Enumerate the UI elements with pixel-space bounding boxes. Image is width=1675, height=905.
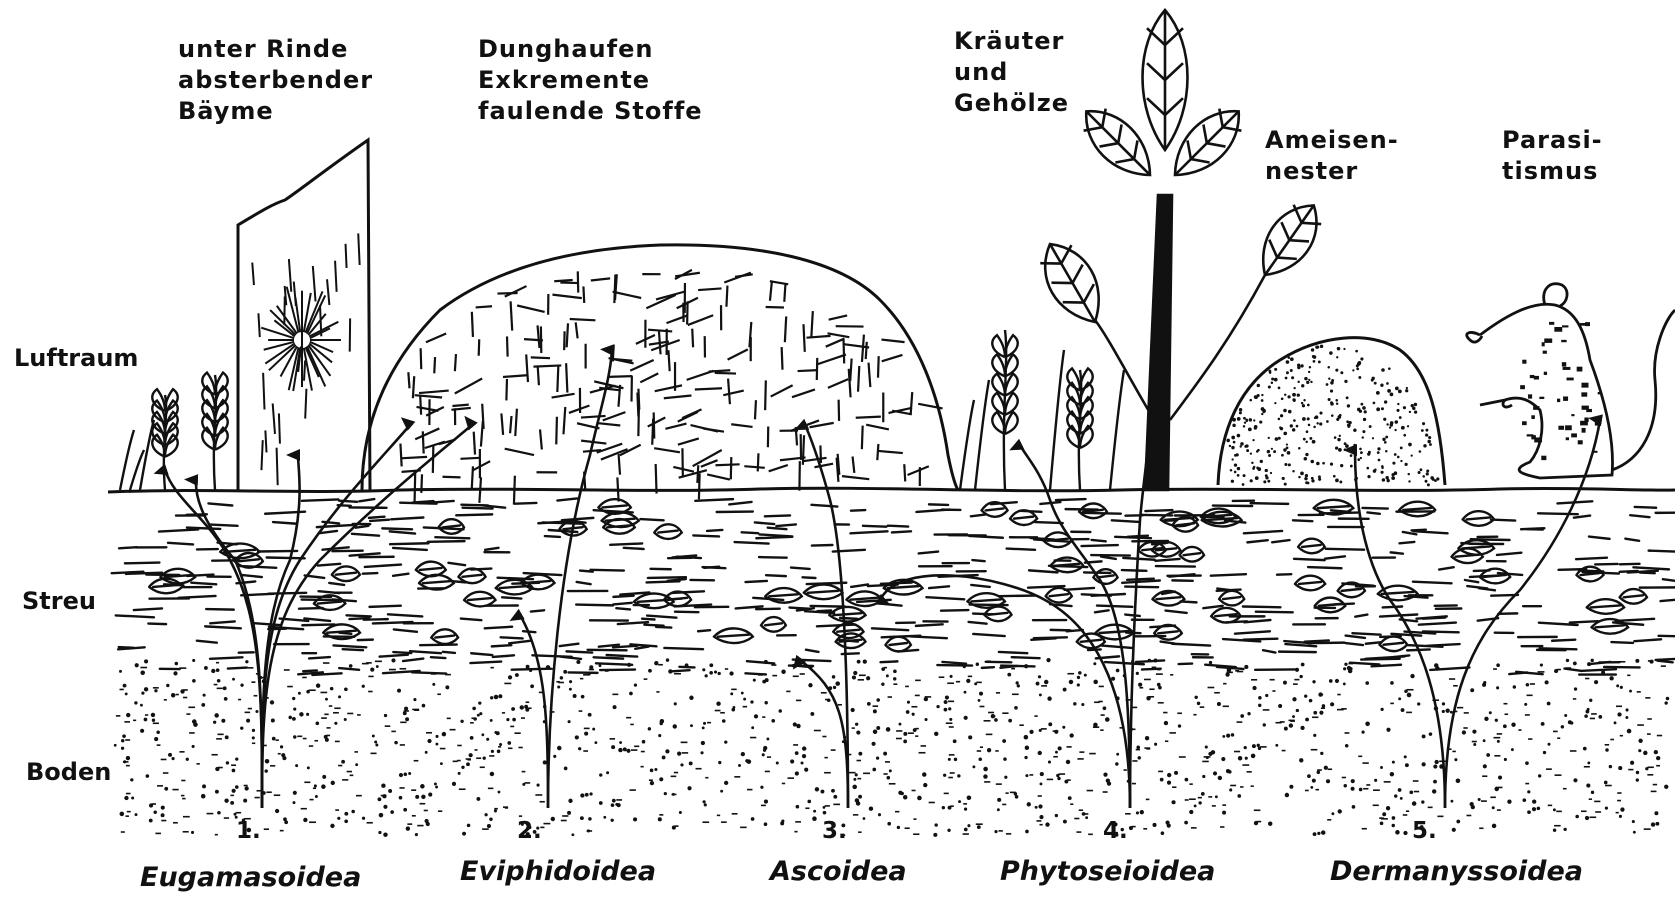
dung-heap <box>362 245 958 505</box>
dead-tree-trunk <box>238 140 370 490</box>
habitat-label-parasitism: Parasi- tismus <box>1502 125 1603 187</box>
habitat-label-bark: unter Rinde absterbender Bäyme <box>178 34 373 127</box>
taxon-name: Phytoseioidea <box>1000 856 1215 887</box>
taxon-name: Ascoidea <box>770 856 907 887</box>
ant-hill <box>1218 338 1445 487</box>
taxon-name: Eugamasoidea <box>140 862 361 893</box>
group-number: 1. <box>236 818 261 844</box>
layer-label-litter: Streu <box>22 587 96 615</box>
habitat-label-dung: Dunghaufen Exkremente faulende Stoffe <box>478 34 703 127</box>
group-number: 4. <box>1103 818 1128 844</box>
radiation-lines <box>165 220 1600 808</box>
rodent-host <box>1467 284 1675 478</box>
soil-layer <box>114 658 1669 837</box>
ground-surface-line <box>108 488 1675 492</box>
taxon-name: Eviphidoidea <box>460 856 656 887</box>
layer-label-soil: Boden <box>26 758 111 786</box>
group-number: 3. <box>822 818 847 844</box>
group-number: 2. <box>517 818 542 844</box>
group-number: 5. <box>1412 818 1437 844</box>
taxon-name: Dermanyssoidea <box>1330 856 1583 887</box>
layer-label-air: Luftraum <box>14 344 138 372</box>
habitat-label-ant-nests: Ameisen- nester <box>1265 125 1399 187</box>
grass-tufts <box>120 330 1124 490</box>
habitat-label-herbs: Kräuter und Gehölze <box>954 26 1069 119</box>
